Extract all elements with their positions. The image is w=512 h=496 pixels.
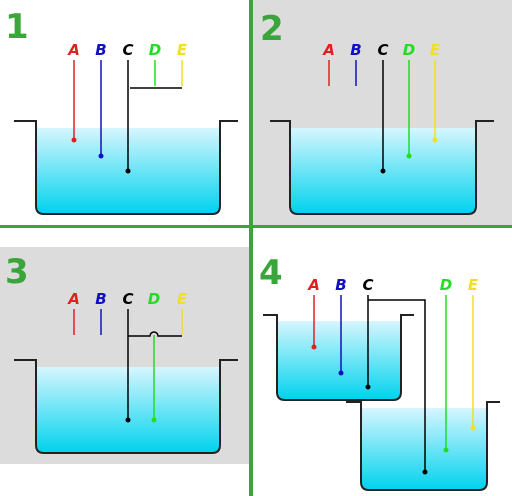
panel-3-outline (14, 359, 238, 454)
panel-4: 4 A B C D E (259, 253, 500, 491)
panel-3-label-b: B (95, 290, 106, 308)
panel-4-electrode-e-tip (470, 425, 476, 431)
panel-1-label-b: B (95, 41, 106, 59)
panel-2-labels: A B C D E (322, 41, 441, 59)
panel-3: 3 A B C D E (5, 252, 238, 454)
panel-2-label-e: E (430, 41, 441, 59)
panel-4-container-right (346, 401, 500, 491)
panel-1-electrodes (71, 60, 183, 174)
panel-1-labels: A B C D E (67, 41, 188, 59)
panel-2-outline (270, 120, 494, 215)
panel-4-label-a: A (307, 276, 320, 294)
panel-4-label-d: D (440, 276, 452, 294)
panel-4-outline-right (346, 401, 500, 491)
panel-3-labels: A B C D E (67, 290, 188, 308)
panel-4-electrode-c (367, 295, 426, 472)
panel-1-electrode-c-tip (125, 168, 131, 174)
panel-2-label-d: D (403, 41, 415, 59)
panel-1-label-e: E (177, 41, 188, 59)
panel-2-label-a: A (322, 41, 335, 59)
panel-4-electrode-a-tip (311, 344, 317, 350)
panel-2-label-c: C (377, 41, 388, 59)
panel-4-electrode-b-tip (338, 370, 344, 376)
horizontal-divider (0, 225, 512, 228)
panel-2-number: 2 (260, 9, 284, 49)
panel-1-container (14, 120, 238, 215)
panel-4-labels: A B C D E (307, 276, 479, 294)
panel-4-label-c: C (362, 276, 373, 294)
panel-1: 1 A B C D E (5, 7, 238, 215)
panel-3-label-e: E (177, 290, 188, 308)
panel-4-water-left (277, 321, 401, 400)
panel-4-label-b: B (335, 276, 346, 294)
panel-3-label-c: C (122, 290, 133, 308)
panel-3-electrode-c-tip (125, 417, 131, 423)
panel-4-electrode-c-tip-right (422, 469, 428, 475)
panel-3-electrodes (73, 309, 183, 423)
panel-1-electrode-b-tip (98, 153, 104, 159)
panel-3-label-d: D (148, 290, 160, 308)
vertical-divider (249, 0, 253, 496)
panel-4-electrodes (311, 295, 476, 475)
panel-2-electrode-c-tip (380, 168, 386, 174)
panel-4-label-e: E (468, 276, 479, 294)
panel-4-electrode-d-tip (443, 447, 449, 453)
panel-2: 2 A B C D E (260, 9, 494, 215)
panel-2-label-b: B (350, 41, 361, 59)
panel-3-label-a: A (67, 290, 80, 308)
panel-2-electrodes (328, 60, 438, 174)
panel-3-number: 3 (5, 252, 29, 292)
panel-1-label-d: D (149, 41, 161, 59)
panel-4-outline-left (263, 314, 414, 401)
panel-1-number: 1 (5, 7, 29, 47)
panel-1-outline (14, 120, 238, 215)
panel-1-label-a: A (67, 41, 80, 59)
panel-1-label-c: C (122, 41, 133, 59)
panel-4-number: 4 (259, 253, 283, 293)
panel-3-electrode-d-tip (151, 417, 157, 423)
panel-4-electrode-c-tip-left (365, 384, 371, 390)
panel-4-water-right (361, 408, 487, 490)
panel-2-electrode-d-tip (406, 153, 412, 159)
panel-2-electrode-e-tip (432, 137, 438, 143)
panel-3-container (14, 359, 238, 454)
panel-3-connector-wire (128, 331, 182, 337)
panel-1-electrode-a-tip (71, 137, 77, 143)
panel-4-container-left (263, 314, 414, 401)
panel-2-container (270, 120, 494, 215)
